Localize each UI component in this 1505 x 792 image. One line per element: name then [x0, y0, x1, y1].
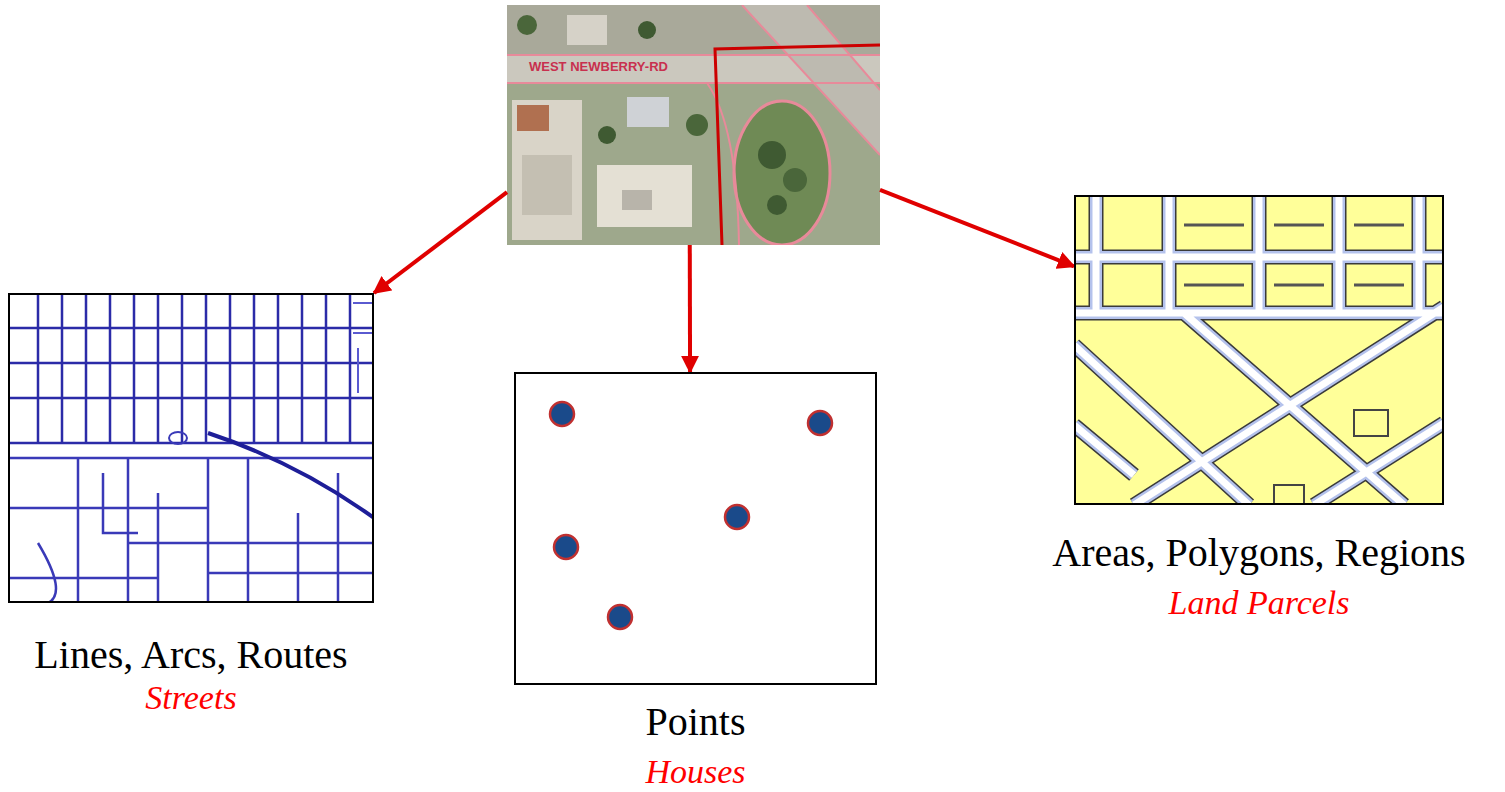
panel-caption: Areas, Polygons, Regions: [1052, 530, 1465, 576]
aerial-photo-box: WEST NEWBERRY-RD: [507, 5, 880, 245]
arrow: [688, 245, 692, 372]
example-caption: Land Parcels: [1168, 586, 1349, 620]
panel-frame: [514, 372, 877, 685]
arrow: [374, 192, 507, 293]
parcel-map: [1074, 195, 1444, 505]
house-points: [550, 402, 832, 629]
lines-panel: Lines, Arcs, RoutesStreets: [8, 293, 374, 715]
example-caption: Houses: [645, 755, 745, 789]
example-caption: Streets: [145, 681, 236, 715]
panel-caption: Lines, Arcs, Routes: [34, 632, 347, 678]
points-panel: PointsHouses: [514, 372, 877, 789]
panel-frame: [8, 293, 374, 603]
panel-caption: Points: [645, 699, 745, 745]
road-label: WEST NEWBERRY-RD: [529, 60, 668, 75]
areas-panel: Areas, Polygons, RegionsLand Parcels: [1074, 195, 1444, 620]
arrow: [880, 190, 1074, 266]
street-lines: [8, 293, 374, 603]
aerial-photo: [507, 5, 880, 245]
panel-frame: [1074, 195, 1444, 505]
